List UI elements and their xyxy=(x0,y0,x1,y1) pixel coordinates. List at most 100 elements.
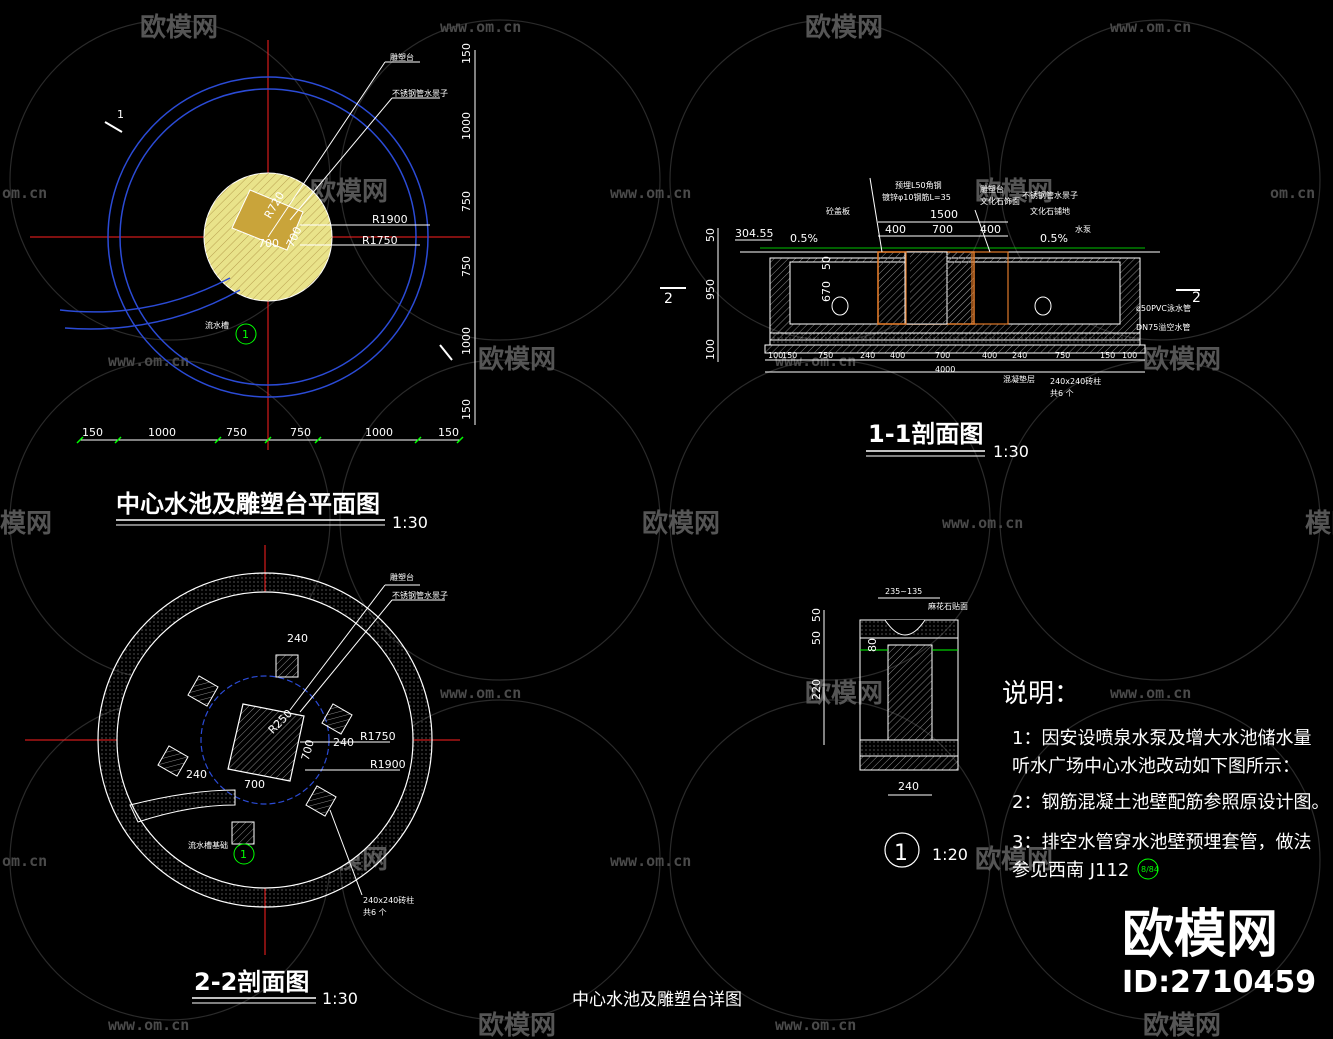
detail-ref-number: 1 xyxy=(894,841,908,866)
note-line: 参见西南 J112 xyxy=(1012,860,1129,881)
cushion-layer xyxy=(859,755,959,771)
vertical-dims: 150 1000 750 750 1000 150 xyxy=(460,43,473,420)
brand-logo: 欧模网 xyxy=(1122,905,1278,965)
detail-ref-circle xyxy=(233,843,255,865)
label-base: 混凝垫层 xyxy=(1003,374,1035,384)
dim-label: 400 xyxy=(980,223,1001,236)
section-mark xyxy=(439,344,453,361)
section-mark xyxy=(104,121,123,133)
dim-label: 50 xyxy=(810,608,823,622)
dimension-tick xyxy=(264,436,272,444)
dimension-tick xyxy=(456,436,464,444)
dim-label-total: 4000 xyxy=(935,365,955,374)
section-marker-label: 2 xyxy=(1192,290,1201,306)
watermark-url: www.om.cn xyxy=(1110,684,1191,702)
watermark-url: www.om.cn xyxy=(1110,18,1191,36)
dim-label: 240 xyxy=(1012,351,1027,360)
plinth-square xyxy=(231,189,304,251)
section-1-1-scale: 1:30 xyxy=(993,442,1029,461)
watermark-url: www.om.cn xyxy=(108,1016,189,1034)
label-count: 共6 个 xyxy=(1050,389,1074,398)
label-sculpture: 雕塑台 xyxy=(980,184,1004,194)
pump-symbol xyxy=(831,296,849,316)
slope-label: 0.5% xyxy=(1040,232,1068,245)
dim-label: 240 xyxy=(287,632,308,645)
label-rebar: 预埋L50角钢 xyxy=(895,180,942,190)
notes-block: 说明： 1：因安设喷泉水泵及增大水池储水量 听水广场中心水池改动如下图所示： 2… xyxy=(1002,679,1329,881)
callout-sculpture: 雕塑台 xyxy=(390,52,414,62)
dim-label: 700 xyxy=(299,738,317,762)
watermark-brand: 模网 xyxy=(1305,509,1333,539)
watermark-brand: 欧模网 xyxy=(975,176,1053,207)
watermark-url: om.cn xyxy=(2,852,47,870)
dim-label: 400 xyxy=(982,351,997,360)
watermark-brand: 欧模网 xyxy=(1143,1010,1221,1039)
dim-label: 150 xyxy=(460,399,473,420)
watermark-texts: 欧模网 www.om.cn 欧模网 www.om.cn om.cn 欧模网 ww… xyxy=(0,12,1333,1039)
detail-scale: 1:20 xyxy=(932,845,968,864)
section-mark-label: 1 xyxy=(117,108,124,121)
dimension-tick xyxy=(114,436,122,444)
dim-label: 240 xyxy=(860,351,875,360)
detail-ref-label: 1 xyxy=(242,328,249,341)
leader-line xyxy=(289,97,393,221)
dim-label: 240 xyxy=(186,768,207,781)
watermark-url: www.om.cn xyxy=(440,684,521,702)
dim-label: 1000 xyxy=(460,327,473,355)
dim-label: 150 xyxy=(438,426,459,439)
dimension-ticks xyxy=(76,436,464,444)
dimension-tick xyxy=(414,436,422,444)
dim-label: 1500 xyxy=(930,208,958,221)
watermark-brand: 欧模网 xyxy=(140,12,218,43)
label-pvc: ø50PVC泳水管 xyxy=(1136,303,1191,313)
base-layer xyxy=(859,739,959,757)
watermark-brand: 欧模网 xyxy=(805,678,883,709)
drain-label: 流水槽 xyxy=(205,320,229,330)
dim-label: 700 xyxy=(244,778,265,791)
dim-label: 100 xyxy=(1122,351,1137,360)
watermark-url: om.cn xyxy=(1270,184,1315,202)
platform-outline xyxy=(200,675,330,805)
label-pump: 水泵 xyxy=(1075,224,1091,234)
drawing-title: 中心水池及雕塑台详图 xyxy=(572,990,742,1010)
radius-label: R1750 xyxy=(360,730,396,743)
section-1-1-drawing: 1500 400 700 400 304.55 0.5% 0.5% 砼盖板 预埋… xyxy=(660,177,1201,461)
watermark-url: www.om.cn xyxy=(775,1016,856,1034)
note-ref-badge-text: 8/84 xyxy=(1141,865,1159,874)
detail-top-dim: 235~135 xyxy=(885,587,922,596)
drain-channel-upper xyxy=(59,277,231,313)
pier-column xyxy=(877,251,907,325)
elevation-label: 304.55 xyxy=(735,227,774,240)
plan-view-title: 中心水池及雕塑台平面图 xyxy=(116,490,380,518)
dim-label: 240 xyxy=(333,736,354,749)
dim-label: 1000 xyxy=(365,426,393,439)
dim-label: 1000 xyxy=(148,426,176,439)
note-line: 1：因安设喷泉水泵及增大水池储水量 xyxy=(1012,728,1311,749)
label-pipe: 不锈钢管水景子 xyxy=(1022,190,1078,200)
watermark-url: www.om.cn xyxy=(775,352,856,370)
brick-column xyxy=(157,745,189,777)
note-line: 听水广场中心水池改动如下图所示： xyxy=(1012,756,1300,777)
leader-line xyxy=(974,209,991,253)
watermark-url: www.om.cn xyxy=(610,184,691,202)
dim-label: 80 xyxy=(866,638,879,652)
sculpture-fill xyxy=(910,252,972,324)
label-column: 240x240砖柱 xyxy=(1050,376,1101,386)
note-ref-badge xyxy=(1137,858,1159,880)
watermark-url: om.cn xyxy=(2,184,47,202)
dim-label: 750 xyxy=(460,191,473,212)
leader-line xyxy=(267,61,386,238)
callout-pipe: 不锈钢管水景子 xyxy=(392,590,448,600)
plan-view-scale: 1:30 xyxy=(392,513,428,532)
dim-label: 150 xyxy=(82,426,103,439)
section-marker-label: 2 xyxy=(664,291,673,307)
watermark-brand: 欧模网 xyxy=(478,344,556,375)
dim-label: 1000 xyxy=(460,112,473,140)
outer-ring-outer xyxy=(107,76,429,398)
label-drain: DN75溢空水管 xyxy=(1136,322,1190,332)
base-slab xyxy=(769,332,1141,346)
detail-label: 麻花石贴面 xyxy=(928,601,968,611)
label-rebar2: 镀锌φ10钢筋L=35 xyxy=(882,192,951,202)
dim-label: 400 xyxy=(885,223,906,236)
